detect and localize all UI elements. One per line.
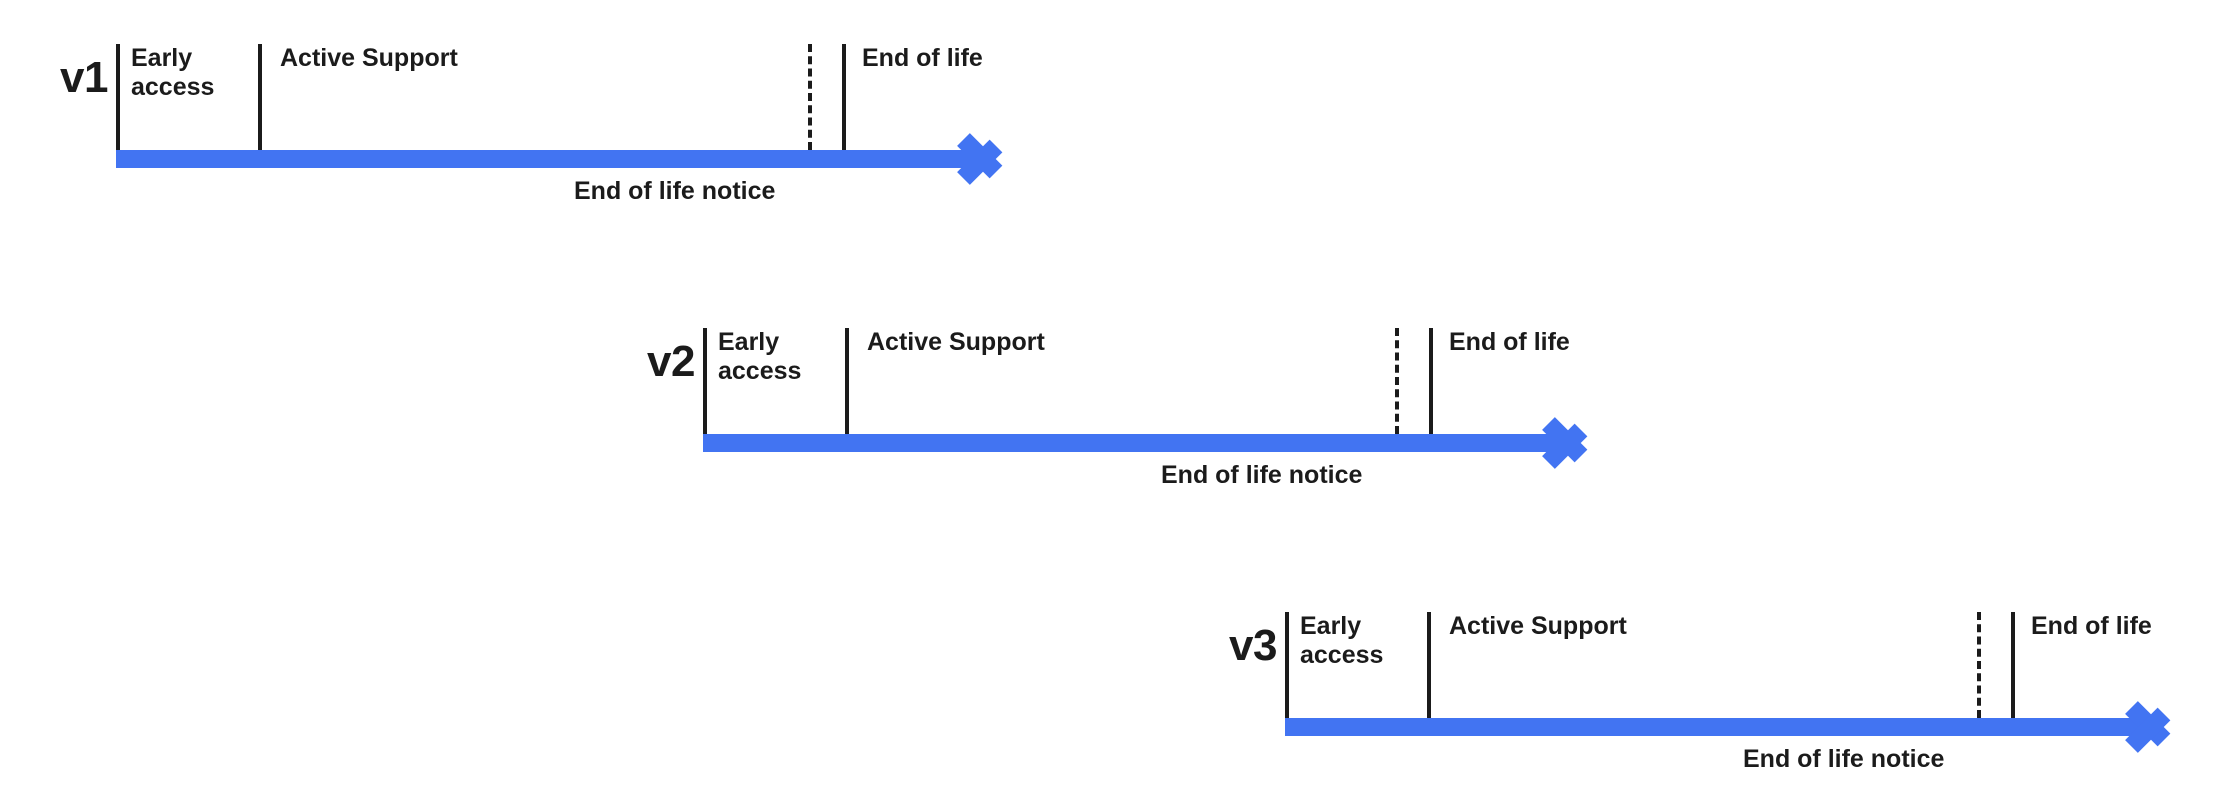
phase-label-end-of-life-v1: End of life xyxy=(862,44,983,72)
phase-label-early-access-v3: Early access xyxy=(1300,612,1384,669)
divider-end-of-life-notice-marker-v1 xyxy=(808,44,812,150)
divider-end-of-life-start-v1 xyxy=(842,44,846,150)
divider-end-of-life-notice-marker-v3 xyxy=(1977,612,1981,718)
lifecycle-arrow-head-icon-v2 xyxy=(1542,411,1613,475)
phase-label-end-of-life-v2: End of life xyxy=(1449,328,1570,356)
phase-label-active-support-v1: Active Support xyxy=(280,44,458,72)
version-label-v1: v1 xyxy=(60,53,108,102)
lifecycle-arrow-head-icon-v1 xyxy=(957,127,1028,191)
version-label-v3: v3 xyxy=(1229,621,1277,670)
lifecycle-arrow-shaft-v3 xyxy=(1285,718,2154,736)
phase-label-end-of-life-v3: End of life xyxy=(2031,612,2152,640)
end-of-life-notice-label-v3: End of life notice xyxy=(1743,745,1945,773)
divider-early-access-start-v3 xyxy=(1285,612,1289,718)
end-of-life-notice-label-v1: End of life notice xyxy=(574,177,776,205)
divider-end-of-life-notice-marker-v2 xyxy=(1395,328,1399,434)
divider-active-support-start-v3 xyxy=(1427,612,1431,718)
divider-early-access-start-v2 xyxy=(703,328,707,434)
phase-label-active-support-v2: Active Support xyxy=(867,328,1045,356)
divider-end-of-life-start-v3 xyxy=(2011,612,2015,718)
divider-active-support-start-v1 xyxy=(258,44,262,150)
divider-early-access-start-v1 xyxy=(116,44,120,150)
lifecycle-arrow-shaft-v2 xyxy=(703,434,1571,452)
divider-end-of-life-start-v2 xyxy=(1429,328,1433,434)
divider-active-support-start-v2 xyxy=(845,328,849,434)
version-label-v2: v2 xyxy=(647,337,695,386)
end-of-life-notice-label-v2: End of life notice xyxy=(1161,461,1363,489)
lifecycle-arrow-head-icon-v3 xyxy=(2125,695,2196,759)
phase-label-active-support-v3: Active Support xyxy=(1449,612,1627,640)
phase-label-early-access-v1: Early access xyxy=(131,44,215,101)
lifecycle-arrow-shaft-v1 xyxy=(116,150,986,168)
phase-label-early-access-v2: Early access xyxy=(718,328,802,385)
